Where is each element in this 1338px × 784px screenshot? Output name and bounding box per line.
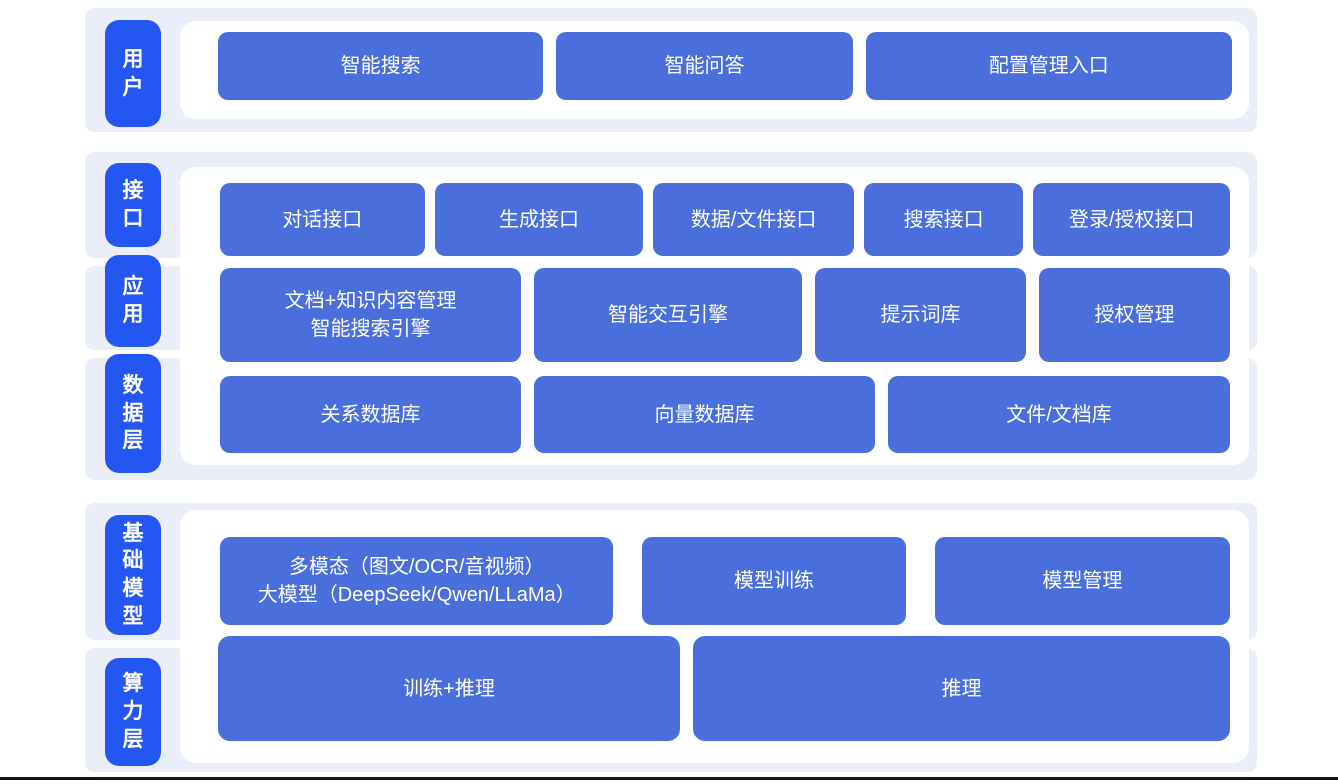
layer-pill-interface: 接口	[105, 163, 161, 247]
layer-pill-compute: 算力层	[105, 658, 161, 766]
box-inference: 推理	[693, 636, 1230, 741]
box-doc-knowledge-management: 文档+知识内容管理 智能搜索引擎	[220, 268, 521, 362]
box-model-management: 模型管理	[934, 537, 1230, 625]
box-model-training: 模型训练	[642, 537, 906, 625]
row-foundation-model: 多模态（图文/OCR/音视频） 大模型（DeepSeek/Qwen/LLaMa）…	[220, 537, 1230, 625]
layer-pill-user: 用户	[105, 20, 161, 127]
box-config-management-entry: 配置管理入口	[865, 32, 1232, 100]
box-vector-db: 向量数据库	[534, 376, 875, 453]
row-compute: 训练+推理 推理	[218, 636, 1230, 741]
row-data: 关系数据库 向量数据库 文件/文档库	[220, 376, 1230, 453]
box-smart-qa: 智能问答	[556, 32, 853, 100]
box-smart-search: 智能搜索	[218, 32, 544, 100]
layer-pill-data: 数据层	[105, 354, 161, 473]
layer-pill-application: 应用	[105, 255, 161, 347]
box-training-inference: 训练+推理	[218, 636, 680, 741]
row-user: 智能搜索 智能问答 配置管理入口	[218, 32, 1232, 100]
box-auth-management: 授权管理	[1039, 268, 1230, 362]
box-file-doc-store: 文件/文档库	[888, 376, 1230, 453]
box-relational-db: 关系数据库	[220, 376, 521, 453]
bottom-edge-line	[0, 777, 1338, 780]
box-generation-api: 生成接口	[434, 183, 644, 256]
box-interactive-engine: 智能交互引擎	[534, 268, 802, 362]
box-prompt-library: 提示词库	[815, 268, 1026, 362]
box-login-auth-api: 登录/授权接口	[1033, 183, 1231, 256]
box-search-api: 搜索接口	[863, 183, 1024, 256]
box-data-file-api: 数据/文件接口	[653, 183, 854, 256]
row-interface: 对话接口 生成接口 数据/文件接口 搜索接口 登录/授权接口	[220, 183, 1231, 256]
box-dialog-api: 对话接口	[220, 183, 425, 256]
box-multimodal-llm: 多模态（图文/OCR/音视频） 大模型（DeepSeek/Qwen/LLaMa）	[220, 537, 614, 625]
row-application: 文档+知识内容管理 智能搜索引擎 智能交互引擎 提示词库 授权管理	[220, 268, 1230, 362]
layer-pill-foundation-model: 基础模型	[105, 515, 161, 635]
